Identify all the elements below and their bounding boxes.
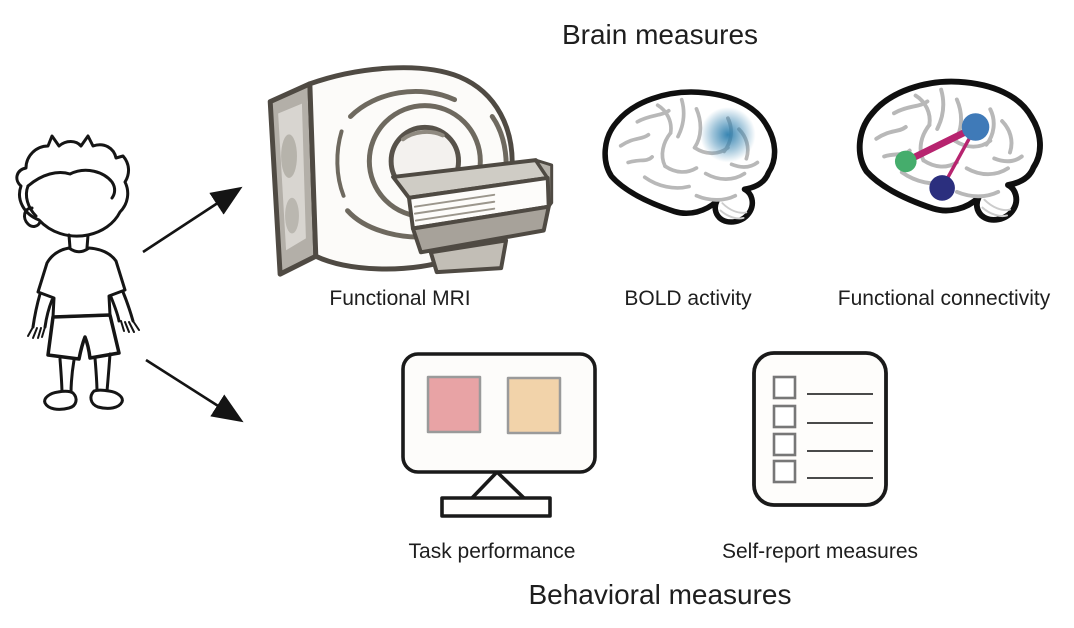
- checkbox-icon: [772, 432, 797, 457]
- connectivity-node-blue: [961, 113, 990, 141]
- brain-bold-activity-icon: [593, 76, 787, 248]
- monitor-stand: [470, 470, 526, 500]
- task-stimulus-right: [506, 376, 562, 435]
- child-figure-icon: [15, 134, 140, 411]
- label-self-report-measures: Self-report measures: [721, 540, 919, 563]
- checkbox-icon: [772, 375, 797, 400]
- label-task-performance: Task performance: [408, 540, 576, 563]
- bold-activation-blob: [700, 107, 756, 163]
- mri-scanner-icon: [267, 65, 554, 277]
- label-bold-activity: BOLD activity: [624, 287, 752, 310]
- behavioral-measures-title: Behavioral measures: [528, 579, 792, 610]
- monitor-base: [440, 496, 552, 518]
- computer-task-icon: [401, 352, 597, 518]
- task-stimulus-left: [426, 375, 482, 434]
- arrow-to-behavior-icon: [145, 358, 244, 423]
- brain-measures-title: Brain measures: [561, 19, 759, 50]
- connectivity-node-navy: [929, 175, 955, 201]
- brain-connectivity-icon: [843, 70, 1057, 242]
- label-functional-connectivity: Functional connectivity: [837, 287, 1051, 310]
- checkbox-icon: [772, 404, 797, 429]
- connectivity-node-green: [894, 150, 917, 173]
- checkbox-icon: [772, 459, 797, 484]
- questionnaire-checklist-icon: [752, 351, 888, 507]
- label-functional-mri: Functional MRI: [329, 287, 471, 310]
